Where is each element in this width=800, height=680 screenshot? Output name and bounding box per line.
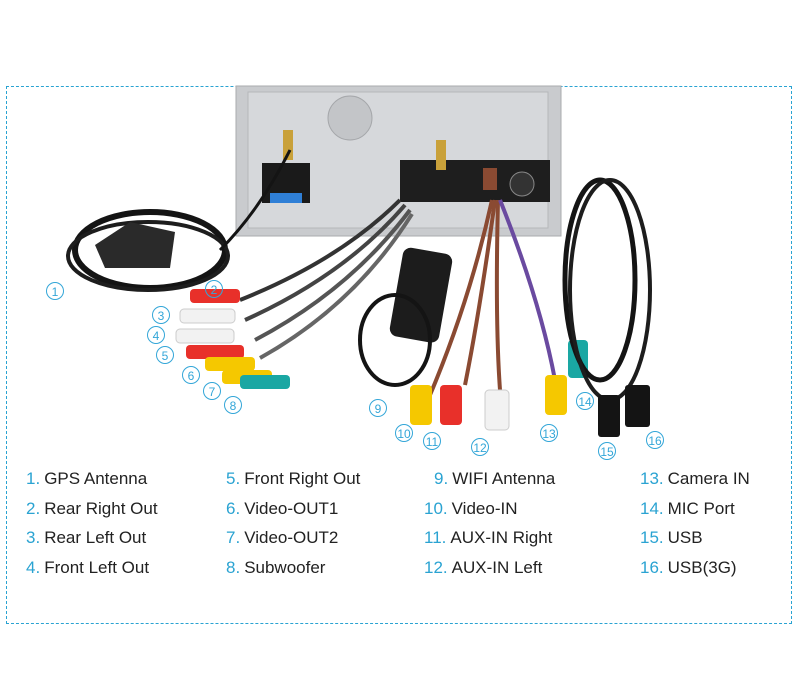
legend-number: 2.: [26, 498, 41, 518]
legend-label: Front Right Out: [244, 469, 361, 488]
legend-number: 12.: [424, 557, 448, 577]
callout-16: 16: [646, 431, 664, 449]
legend-column-3: 9.WIFI Antenna 10.Video-IN 11.AUX-IN Rig…: [424, 468, 555, 586]
callout-3: 3: [152, 306, 170, 324]
legend-item: 13.Camera IN: [640, 468, 750, 498]
legend-number: 8.: [226, 557, 241, 577]
legend-label: Front Left Out: [44, 557, 150, 577]
legend-number: 6.: [226, 498, 241, 518]
legend-item: 7.Video-OUT2: [226, 527, 360, 557]
callout-1: 1: [46, 282, 64, 300]
legend-item: 11.AUX-IN Right: [424, 527, 555, 557]
legend-number: 10.: [424, 498, 448, 518]
legend-label: Video-OUT1: [244, 498, 339, 518]
wiring-photo: [66, 85, 652, 437]
legend-label: AUX-IN Left: [451, 557, 543, 577]
legend-item: 1.GPS Antenna: [26, 468, 158, 498]
callout-11: 11: [423, 432, 441, 450]
legend-column-4: 13.Camera IN 14.MIC Port 15.USB 16.USB(3…: [640, 468, 750, 586]
wifi-sma-connector: [436, 140, 446, 170]
gps-sma-connector: [283, 130, 293, 160]
callout-7: 7: [203, 382, 221, 400]
legend-item: 3.Rear Left Out: [26, 527, 158, 557]
camera-connector: [483, 168, 497, 190]
legend-item: 16.USB(3G): [640, 557, 750, 587]
legend-item: 14.MIC Port: [640, 498, 750, 528]
legend-label: Rear Right Out: [44, 498, 158, 518]
legend-item: 2.Rear Right Out: [26, 498, 158, 528]
legend-number: 14.: [640, 498, 664, 518]
callout-9: 9: [369, 399, 387, 417]
callout-4: 4: [147, 326, 165, 344]
callout-8: 8: [224, 396, 242, 414]
callout-13: 13: [540, 424, 558, 442]
callout-2: 2: [205, 280, 223, 298]
legend-label: USB: [667, 528, 703, 547]
legend-item: 15.USB: [640, 527, 750, 557]
legend-label: Video-OUT2: [244, 528, 339, 547]
legend-number: 13.: [640, 469, 664, 488]
legend-label: Rear Left Out: [44, 528, 147, 547]
legend-number: 4.: [26, 557, 41, 577]
legend-number: 1.: [26, 469, 41, 488]
legend-item: 4.Front Left Out: [26, 557, 158, 587]
callout-15: 15: [598, 442, 616, 460]
legend-number: 9.: [434, 469, 449, 488]
callout-12: 12: [471, 438, 489, 456]
legend-item: 8.Subwoofer: [226, 557, 360, 587]
legend-item: 5.Front Right Out: [226, 468, 360, 498]
legend-number: 5.: [226, 469, 241, 488]
legend-item: 6.Video-OUT1: [226, 498, 360, 528]
legend-label: AUX-IN Right: [450, 528, 553, 547]
legend-label: USB(3G): [667, 557, 737, 577]
legend-column-1: 1.GPS Antenna 2.Rear Right Out 3.Rear Le…: [26, 468, 158, 586]
callout-14: 14: [576, 392, 594, 410]
legend-label: Subwoofer: [244, 557, 326, 577]
rca-bundle-left: [175, 198, 414, 389]
legend-number: 16.: [640, 557, 664, 577]
legend-label: Video-IN: [451, 498, 518, 518]
legend-number: 15.: [640, 528, 664, 547]
legend-number: 7.: [226, 528, 241, 547]
callout-6: 6: [182, 366, 200, 384]
legend-label: WIFI Antenna: [452, 469, 556, 488]
legend-item: 12.AUX-IN Left: [424, 557, 555, 587]
aux-port: [509, 171, 535, 197]
blue-fuse-block: [270, 193, 302, 203]
legend-item: 10.Video-IN: [424, 498, 555, 528]
legend-label: MIC Port: [667, 498, 735, 518]
usb-cables: [562, 177, 652, 437]
legend-label: Camera IN: [667, 469, 750, 488]
legend-number: 3.: [26, 528, 41, 547]
legend-column-2: 5.Front Right Out 6.Video-OUT1 7.Video-O…: [226, 468, 360, 586]
wifi-antenna: [358, 247, 453, 387]
legend-number: 11.: [424, 528, 447, 547]
gps-antenna: [66, 149, 292, 292]
legend-item: 9.WIFI Antenna: [424, 468, 555, 498]
callout-10: 10: [395, 424, 413, 442]
callout-5: 5: [156, 346, 174, 364]
legend-label: GPS Antenna: [44, 469, 148, 488]
